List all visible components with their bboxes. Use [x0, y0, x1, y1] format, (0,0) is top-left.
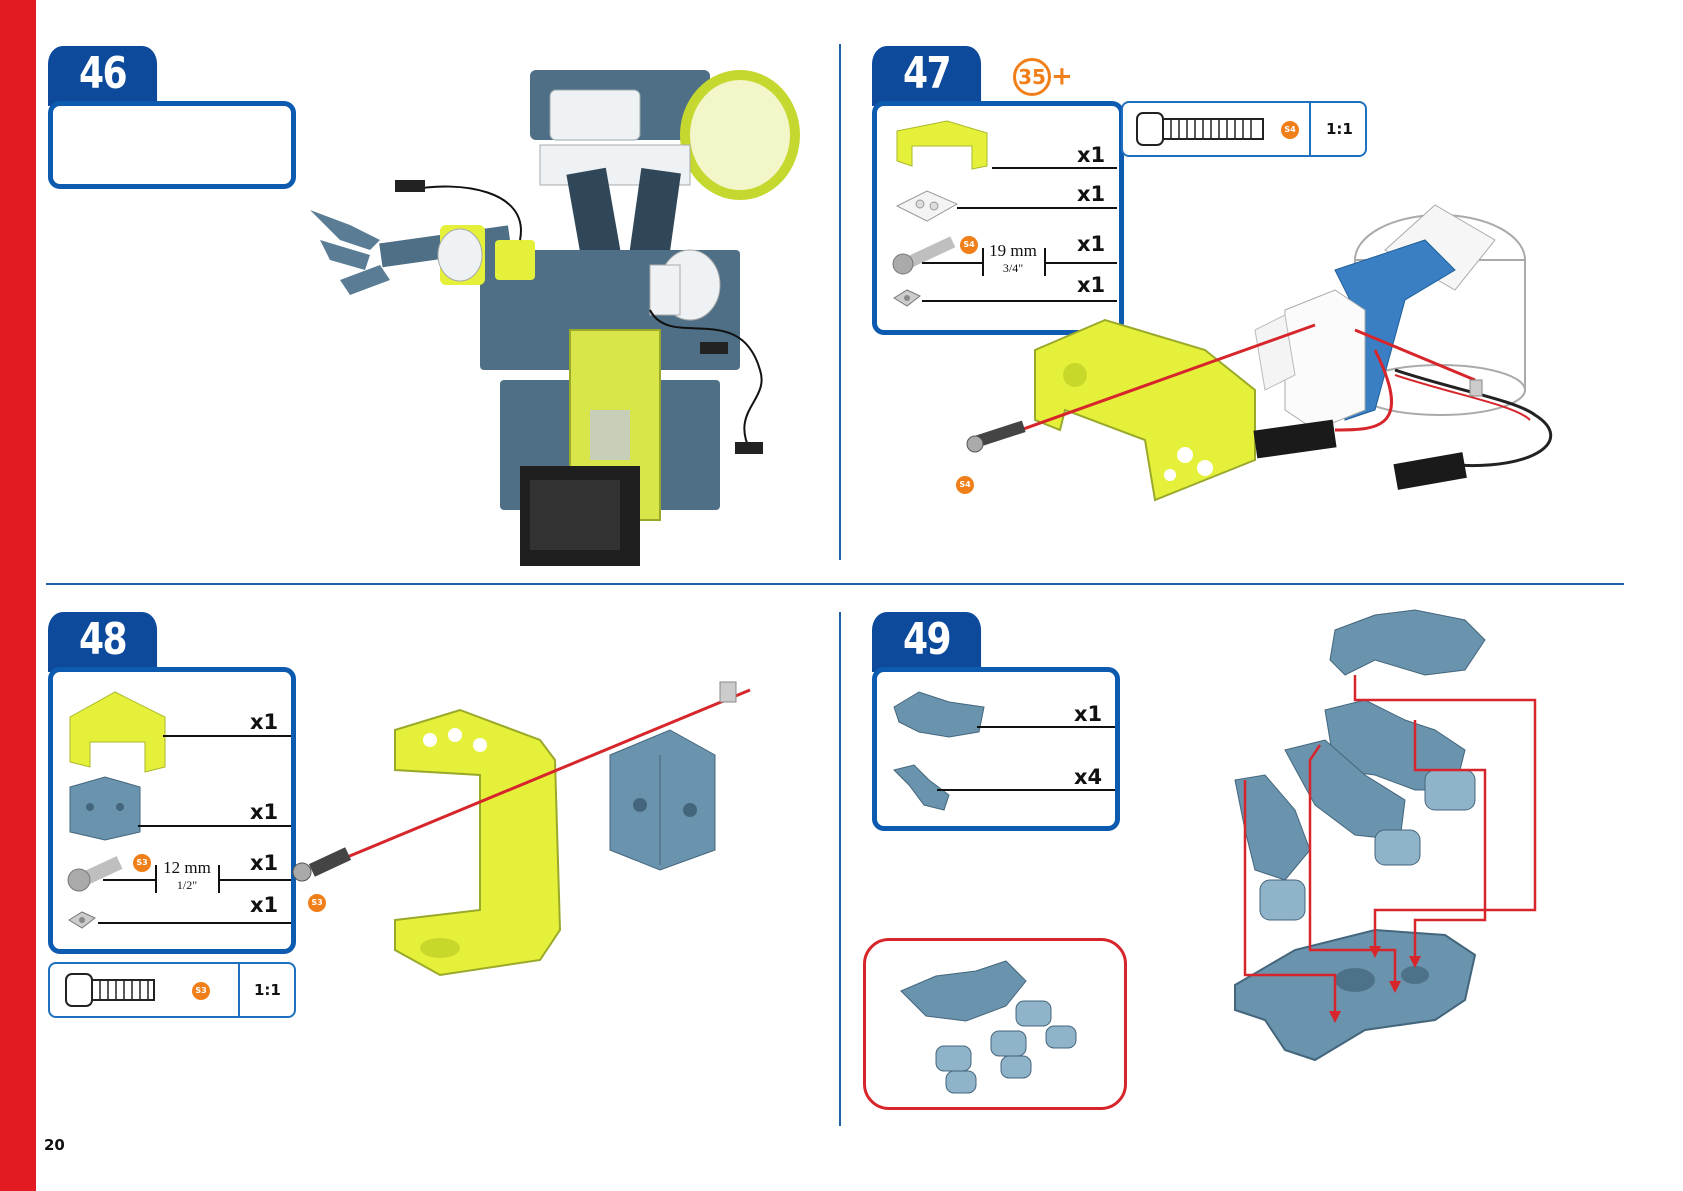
part-leader-line [103, 879, 155, 881]
reference-plus: + [1051, 62, 1073, 92]
part-qty: x1 [250, 851, 278, 875]
horizontal-divider [46, 583, 1624, 585]
yellow-bracket-icon [892, 121, 992, 171]
scale-badge: S4 [1281, 121, 1299, 139]
part-leader-line [163, 735, 291, 737]
part-qty: x1 [250, 710, 278, 734]
screw-length-metric: 12 mm [163, 858, 211, 877]
square-nut-icon [892, 286, 922, 310]
part-leader-line [977, 726, 1115, 728]
step-47-scale-box: S4 1:1 [1121, 101, 1367, 157]
screw-icon [889, 236, 959, 276]
part-qty: x4 [1074, 765, 1102, 789]
scale-label: 1:1 [1326, 120, 1353, 138]
screw-icon [65, 852, 125, 894]
part-qty: x1 [250, 800, 278, 824]
page-number: 20 [44, 1136, 65, 1154]
part-leader-line [219, 879, 291, 881]
step-46-number: 46 [48, 46, 157, 106]
screw-actual-size-icon [1137, 111, 1267, 147]
step-49-parts-box: x1 x4 [872, 667, 1120, 831]
part-qty: x1 [250, 893, 278, 917]
scale-separator [1309, 103, 1311, 155]
step-47-number: 47 [872, 46, 981, 106]
step-47-assembly-diagram [955, 200, 1655, 530]
part-leader-line [937, 789, 1115, 791]
square-nut-icon [67, 908, 97, 932]
assembled-claw-preview [896, 951, 1096, 1101]
part-leader-line [98, 922, 291, 924]
part-leader-line [138, 825, 291, 827]
step-48-screw-badge: S3 [308, 894, 326, 912]
part-qty: x1 [1074, 702, 1102, 726]
step-47-screw-badge: S4 [956, 476, 974, 494]
step-49-assembly-diagram [1215, 600, 1535, 1080]
clear-plate-icon [892, 186, 962, 226]
step-46-robot-illustration [310, 50, 830, 570]
step-48-scale-box: S3 1:1 [48, 962, 296, 1018]
step-49-result-frame [863, 938, 1127, 1110]
scale-label: 1:1 [254, 981, 281, 999]
step-46-parts-box [48, 101, 296, 189]
scale-badge: S3 [192, 982, 210, 1000]
vertical-divider-top [839, 44, 841, 560]
step-49-number: 49 [872, 612, 981, 672]
part-qty: x1 [1077, 143, 1105, 167]
reference-step-badge: 35 [1013, 58, 1051, 96]
step-48-number: 48 [48, 612, 157, 672]
scale-separator [238, 964, 240, 1016]
yellow-bracket-icon [65, 687, 175, 777]
finger-segment-icon [889, 760, 959, 815]
step-47-reference: 35+ [1013, 58, 1073, 96]
claw-base-icon [889, 687, 989, 747]
step-48-assembly-diagram [310, 700, 810, 1000]
screw-size-badge: S3 [133, 854, 151, 872]
screw-length-imperial: 1/2" [157, 878, 217, 893]
page-edge-bar [0, 0, 36, 1191]
blue-bracket-icon [65, 772, 145, 842]
screw-actual-size-icon [66, 972, 158, 1008]
vertical-divider-bottom [839, 612, 841, 1126]
part-leader-line [992, 167, 1117, 169]
